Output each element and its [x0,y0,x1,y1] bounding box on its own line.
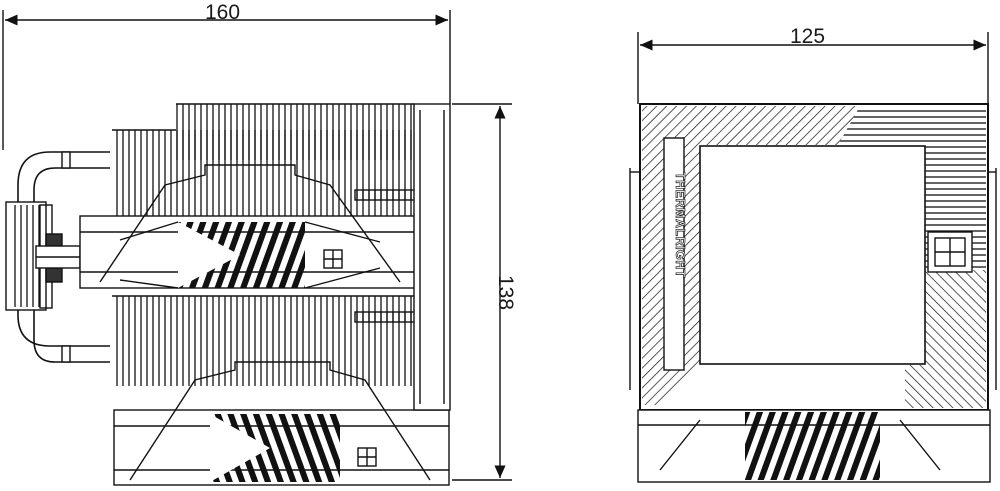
front-fan-edge [413,103,451,411]
dimension-line-height [452,103,512,481]
base-plate [5,201,81,311]
dimension-label-width-side: 160 [205,1,241,24]
upper-fin-stack [112,103,414,216]
dimension-label-width-front: 125 [790,25,826,48]
front-mount-clips [629,168,997,390]
dimension-label-height: 138 [494,274,518,311]
dimension-line-width-side [2,10,451,150]
front-fan-body [639,103,989,411]
front-view [629,32,997,483]
heat-pipes [17,151,110,363]
brand-label: THERMALRIGHT [673,172,688,279]
lower-fan-front [637,409,991,483]
lower-fin-stack [112,295,414,386]
side-view [2,10,512,486]
lower-fan [113,361,450,486]
dimension-line-width-front [637,32,989,104]
upper-fan [79,164,416,289]
